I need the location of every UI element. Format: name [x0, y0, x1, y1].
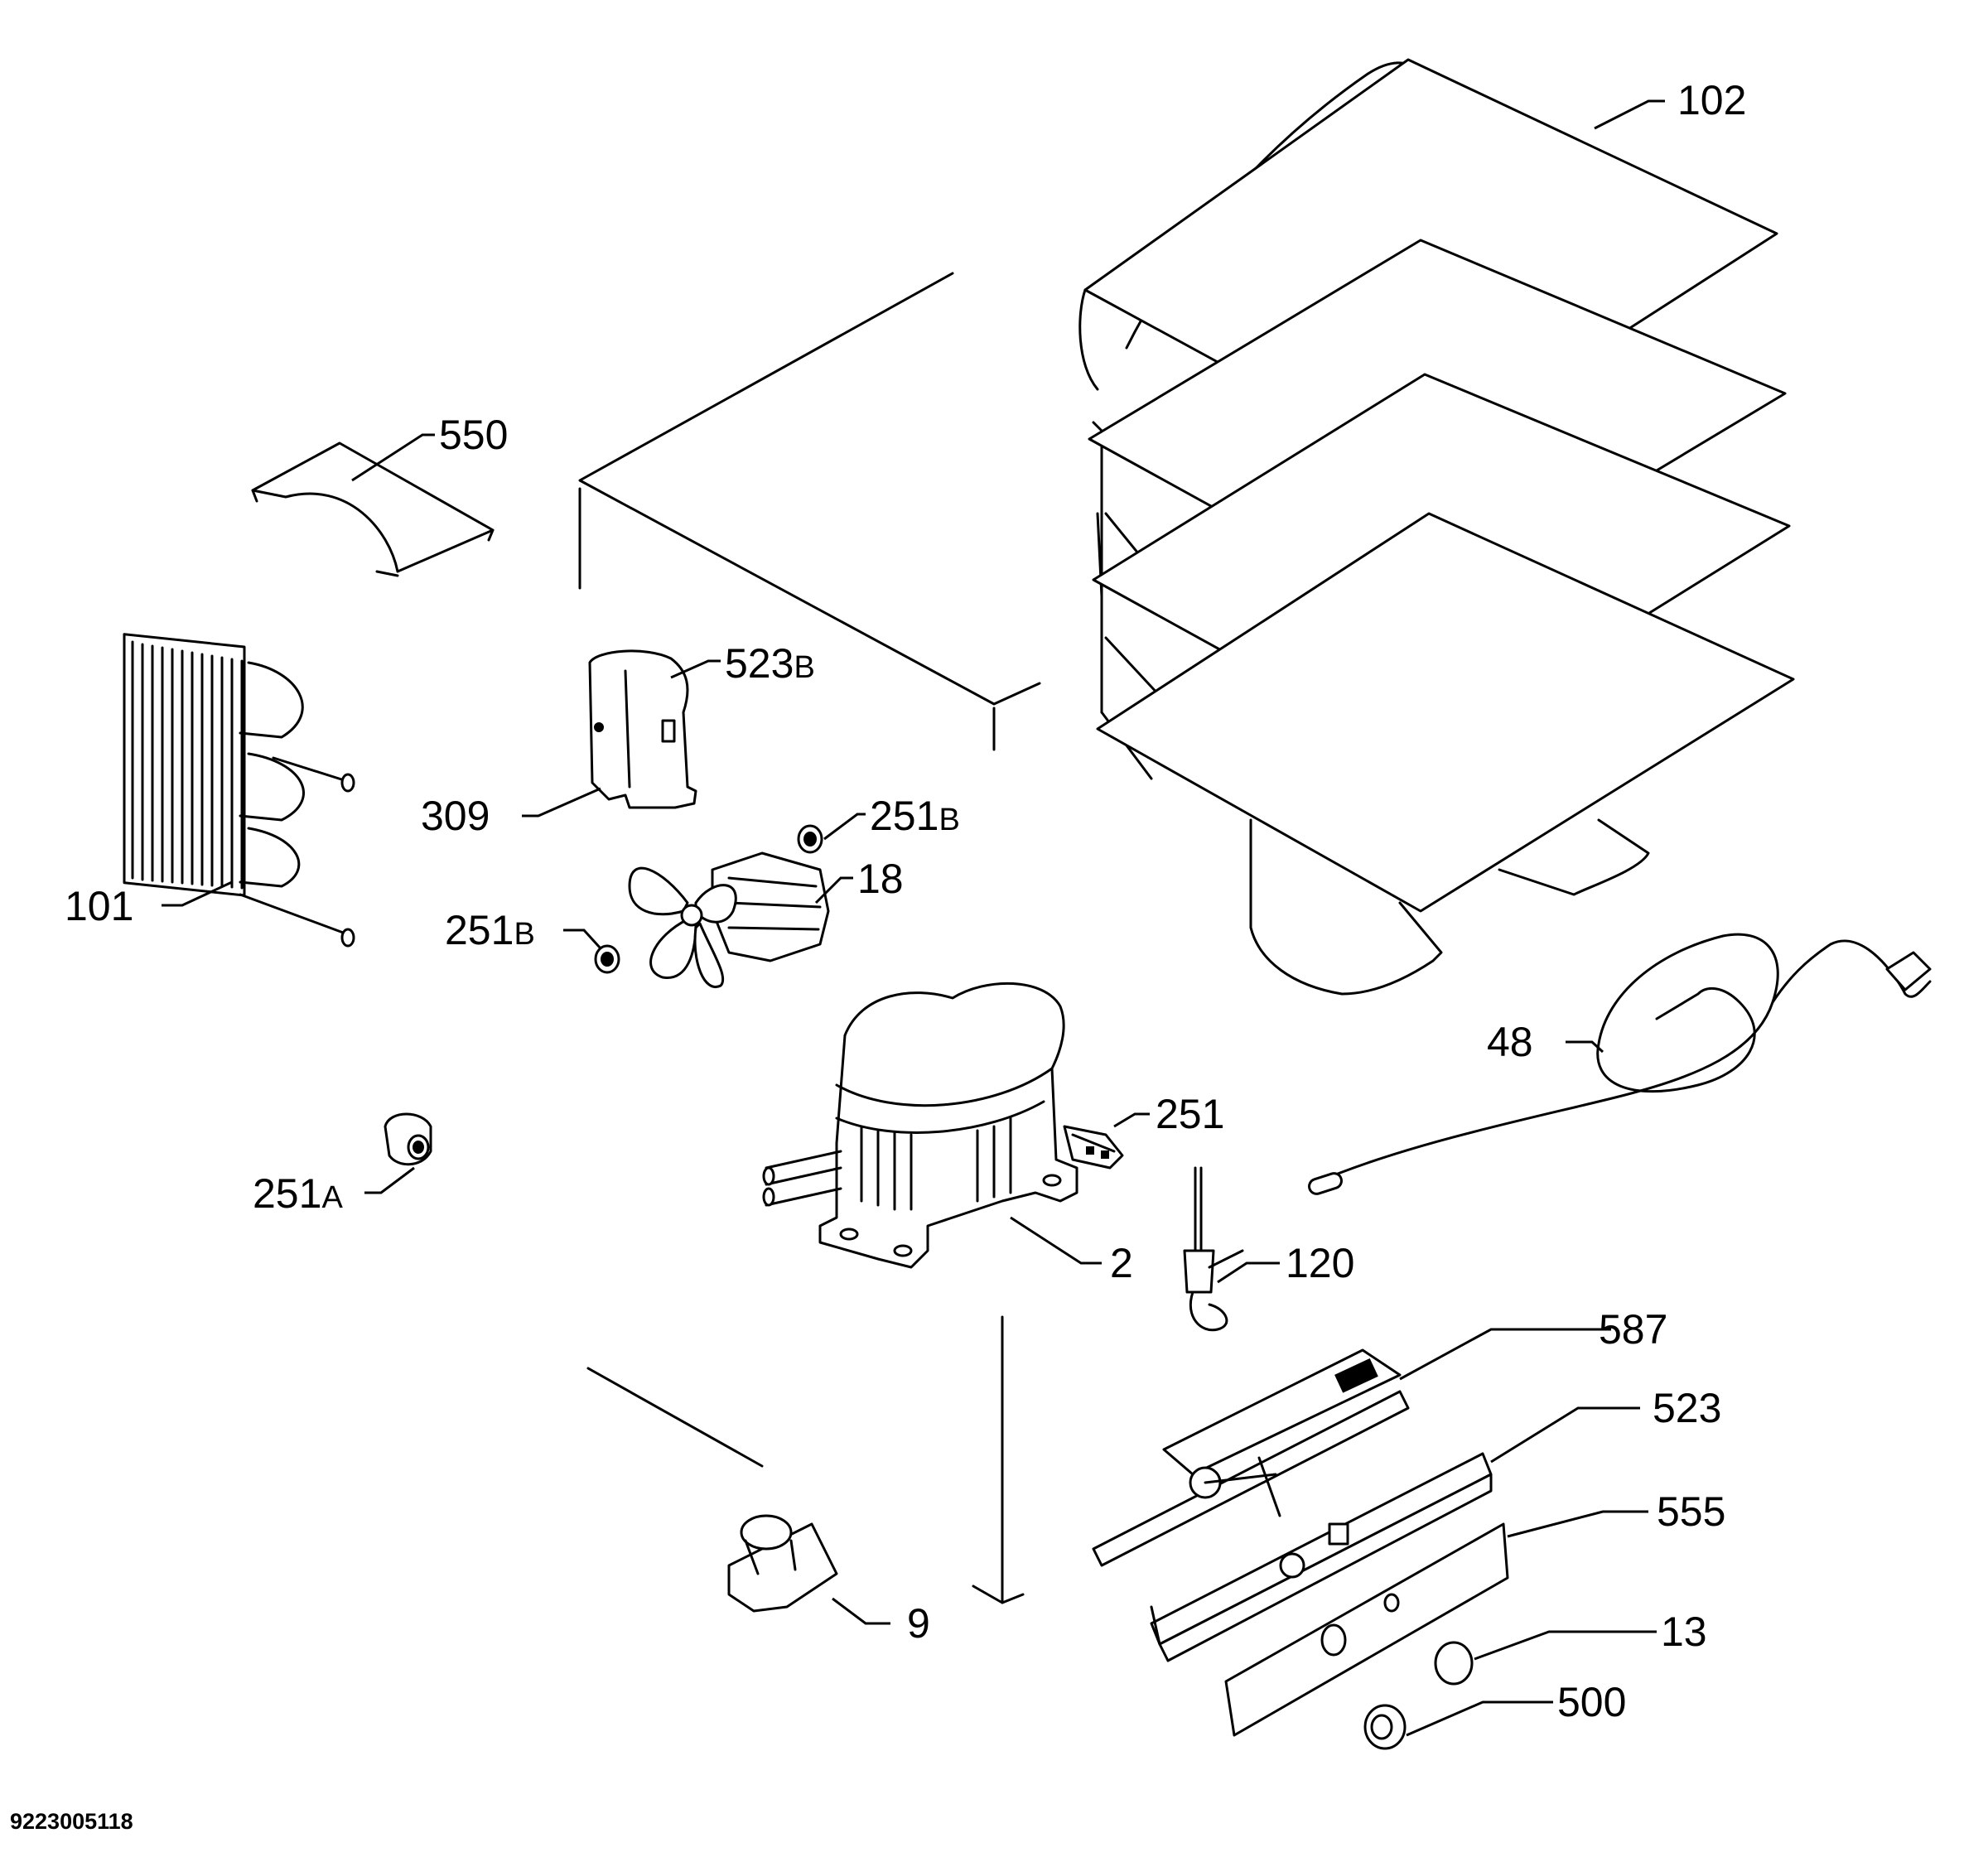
control-panel-523: [1150, 1452, 1493, 1662]
shelf-assembly-102: [1078, 58, 1795, 996]
callout-523b: 523B: [725, 640, 815, 687]
callout-523: 523: [1653, 1385, 1721, 1431]
control-board-587: [1092, 1348, 1410, 1567]
grommet-251a: [384, 1112, 432, 1166]
relay-housing-523b: [588, 649, 697, 809]
callout-309: 309: [421, 793, 490, 839]
compressor-2: [762, 982, 1078, 1269]
callout-2: 2: [1110, 1240, 1133, 1286]
callout-101: 101: [65, 883, 133, 929]
grommet-251b-lower: [594, 944, 620, 974]
condenser-101: [123, 633, 355, 948]
cover-550: [251, 441, 495, 577]
document-number: 9223005118: [10, 1809, 133, 1834]
grommet-251b-upper: [797, 824, 823, 854]
callout-labels: 102 550 523B 309 251B 18 101 251B 48 251…: [65, 77, 1746, 1725]
callout-120: 120: [1286, 1240, 1354, 1286]
knob-500: [1363, 1704, 1407, 1750]
callout-9: 9: [907, 1600, 930, 1647]
fan-motor-18: [628, 851, 830, 989]
callout-48: 48: [1487, 1019, 1533, 1065]
terminal-251: [1063, 1125, 1124, 1170]
callout-102: 102: [1677, 77, 1746, 123]
callout-13: 13: [1661, 1609, 1707, 1655]
probe-120: [1183, 1166, 1244, 1332]
panel-strip-555: [1224, 1522, 1509, 1737]
cable-48: [1308, 933, 1932, 1195]
callout-251b-lower: 251B: [445, 907, 535, 953]
callout-18: 18: [857, 856, 904, 902]
cabinet-outline: [578, 272, 1041, 1604]
callout-550: 550: [439, 412, 508, 458]
callout-251a: 251A: [253, 1170, 343, 1217]
clamp-9: [727, 1514, 838, 1613]
callout-251b-upper: 251B: [870, 793, 960, 839]
callout-555: 555: [1657, 1488, 1725, 1535]
leader-lines: [162, 99, 1665, 1737]
callout-500: 500: [1557, 1679, 1626, 1725]
knob-13: [1434, 1641, 1474, 1686]
callout-587: 587: [1599, 1306, 1667, 1353]
callout-251: 251: [1156, 1091, 1224, 1137]
